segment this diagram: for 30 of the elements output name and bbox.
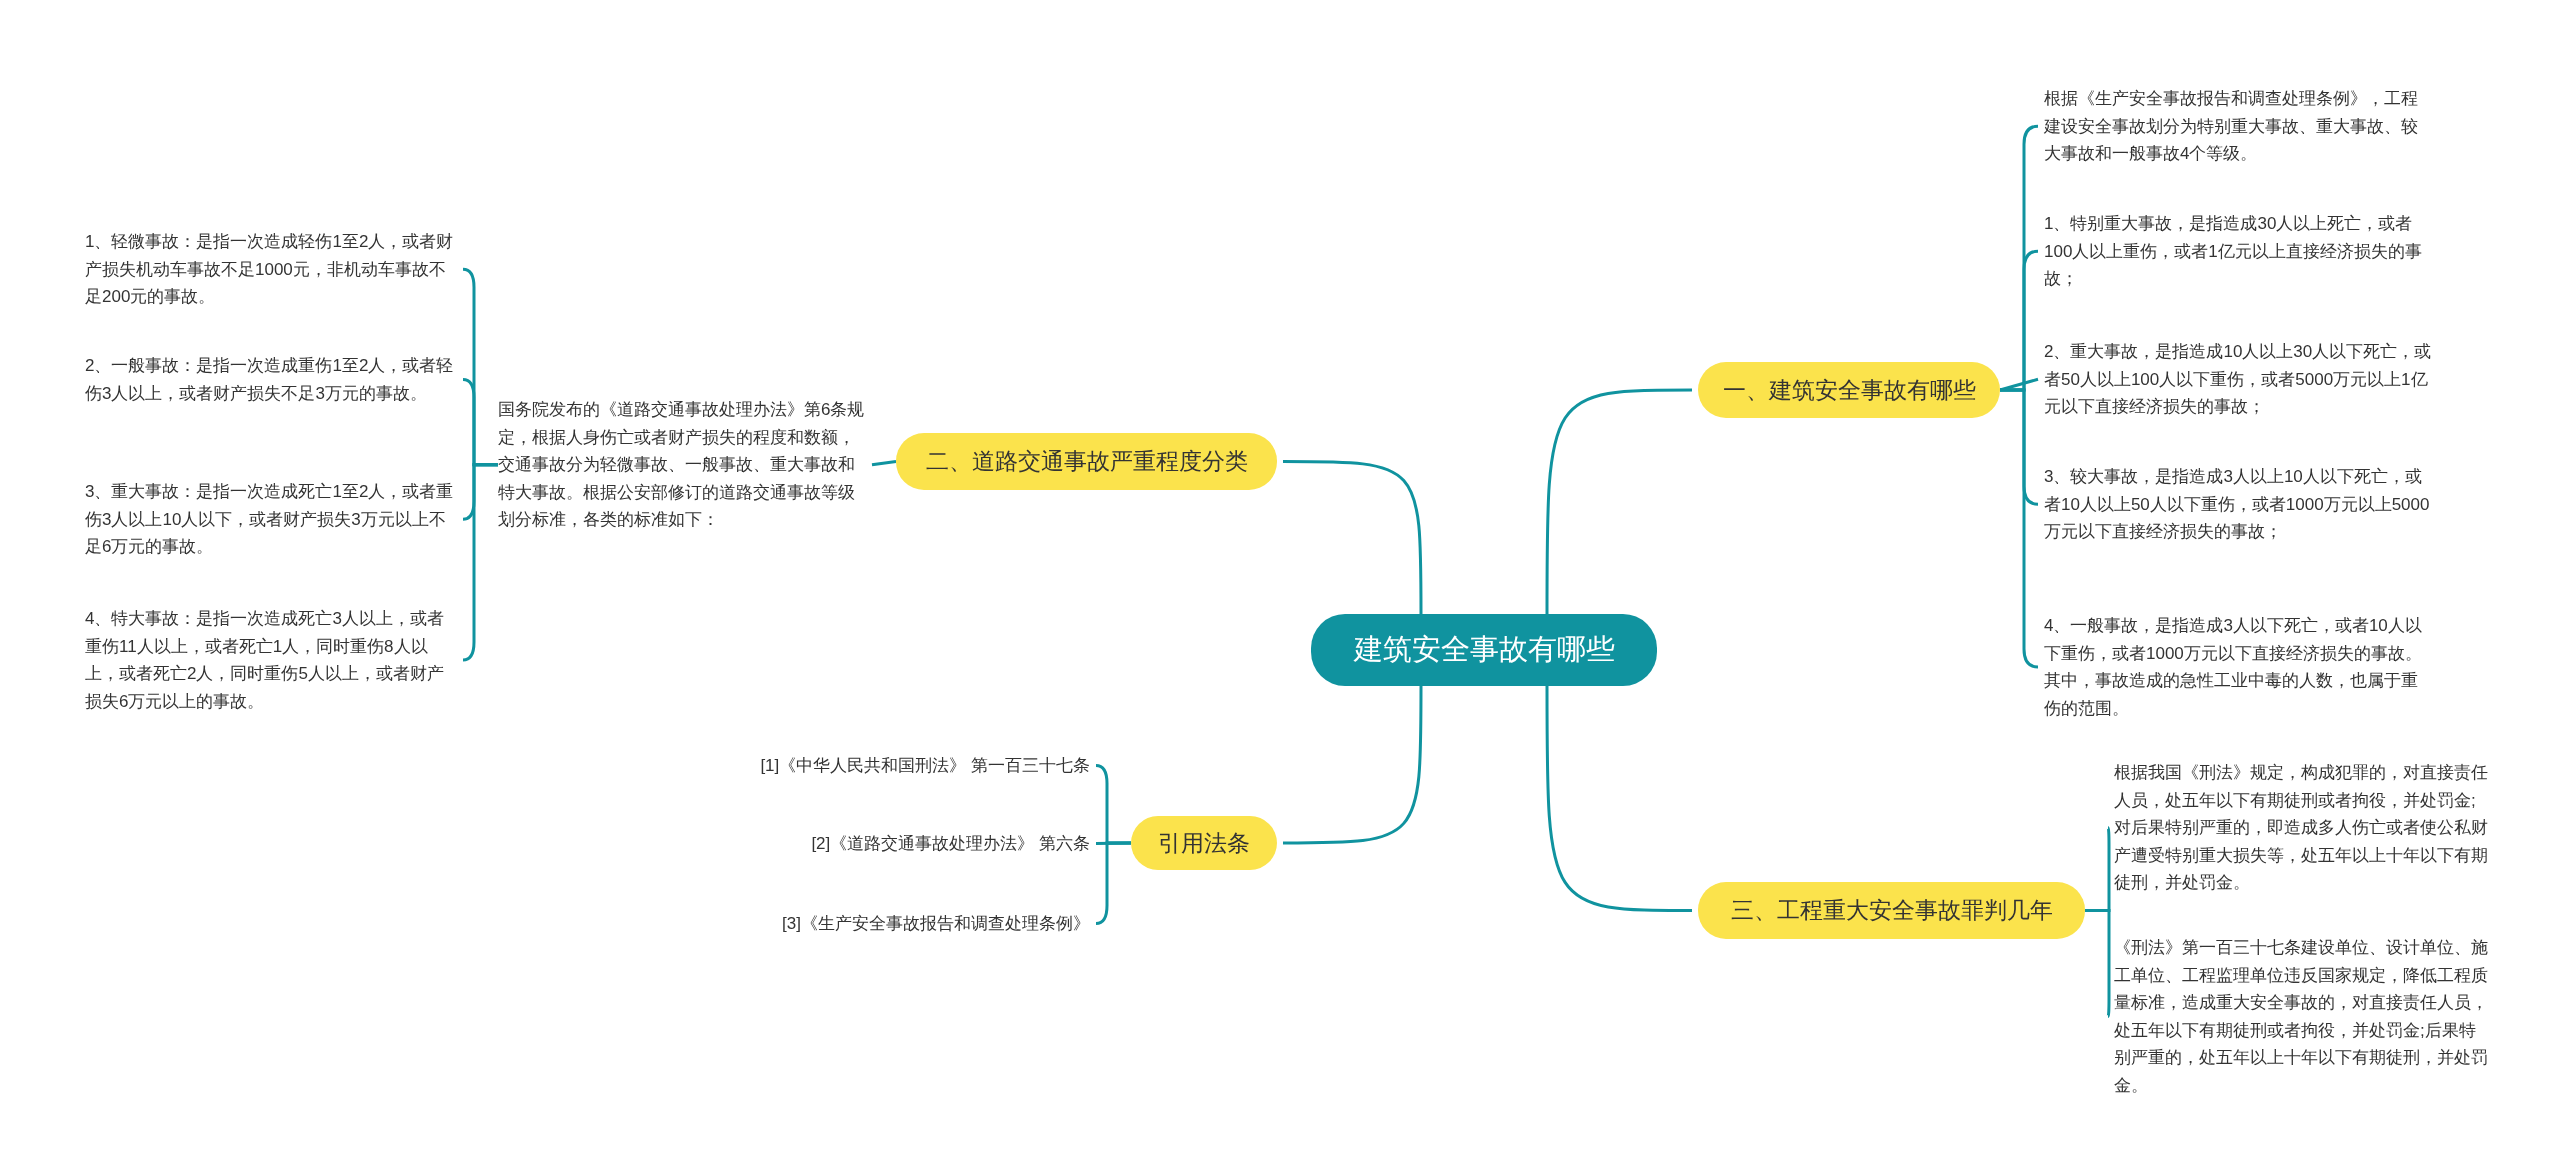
topic-text: 4、特大事故：是指一次造成死亡3人以上，或者重伤11人以上，或者死亡1人，同时重伤8人以上，或者死亡2人，同时重伤5人以上，或者财产损失6万元以上的事故。: [85, 605, 457, 715]
topic-text: 3、较大事故，是指造成3人以上10人以下死亡，或者10人以上50人以下重伤，或者1000万元以上5000万元以下直接经济损失的事故；: [2044, 463, 2432, 546]
branch-topic: 一、建筑安全事故有哪些: [1698, 362, 2000, 418]
topic-text: 2、重大事故，是指造成10人以上30人以下死亡，或者50人以上100人以下重伤，或者5000万元以上1亿元以下直接经济损失的事故；: [2044, 338, 2432, 421]
central-topic: 建筑安全事故有哪些: [1311, 614, 1657, 686]
topic-text: 1、特别重大事故，是指造成30人以上死亡，或者100人以上重伤，或者1亿元以上直接经济损失的事故；: [2044, 210, 2432, 293]
reference-text: [2]《道路交通事故处理办法》 第六条: [811, 830, 1090, 857]
topic-text: 1、轻微事故：是指一次造成轻伤1至2人，或者财产损失机动车事故不足1000元，非机动车事故不足200元的事故。: [85, 228, 457, 311]
reference-text: [1]《中华人民共和国刑法》 第一百三十七条: [760, 752, 1090, 779]
connector-line: [1283, 460, 1423, 614]
connector-line: [462, 463, 498, 662]
connector-line: [2085, 909, 2111, 1017]
topic-text: 3、重大事故：是指一次造成死亡1至2人，或者重伤3人以上10人以下，或者财产损失3万元以上不足6万元的事故。: [85, 478, 457, 561]
branch-topic: 三、工程重大安全事故罪判几年: [1698, 882, 2085, 939]
topic-text: 《刑法》第一百三十七条建设单位、设计单位、施工单位、工程监理单位违反国家规定，降低工程质量标准，造成重大安全事故的，对直接责任人员，处五年以下有期徒刑或者拘役，并处罚金;后果特别严重的，处五年以上十年以下有期徒刑，并处罚金。: [2114, 934, 2490, 1099]
reference-text: [3]《生产安全事故报告和调查处理条例》: [782, 910, 1090, 937]
branch-topic: 引用法条: [1131, 816, 1277, 870]
connector-line: [1283, 686, 1423, 845]
connector-line: [1095, 841, 1131, 925]
connector-line: [2000, 388, 2039, 669]
topic-text: 根据我国《刑法》规定，构成犯罪的，对直接责任人员，处五年以下有期徒刑或者拘役，并处罚金;对后果特别严重的，即造成多人伤亡或者使公私财产遭受特别重大损失等，处五年以上十年以下有期徒刑，并处罚金。: [2114, 759, 2490, 897]
connector-line: [1545, 388, 1692, 614]
topic-text: 根据《生产安全事故报告和调查处理条例》，工程建设安全事故划分为特别重大事故、重大事故、较大事故和一般事故4个等级。: [2044, 85, 2432, 168]
connector-line: [1999, 377, 2039, 392]
topic-text: 4、一般事故，是指造成3人以下死亡，或者10人以下重伤，或者1000万元以下直接经济损失的事故。其中，事故造成的急性工业中毒的人数，也属于重伤的范围。: [2044, 612, 2432, 722]
connector-line: [871, 460, 897, 467]
branch-topic: 二、道路交通事故严重程度分类: [896, 433, 1277, 490]
connector-line: [1545, 686, 1692, 912]
topic-text: 2、一般事故：是指一次造成重伤1至2人，或者轻伤3人以上，或者财产损失不足3万元的事故。: [85, 352, 457, 407]
topic-text: 国务院发布的《道路交通事故处理办法》第6条规定，根据人身伤亡或者财产损失的程度和数额，交通事故分为轻微事故、一般事故、重大事故和特大事故。根据公安部修订的道路交通事故等级划分标准，各类的标准如下：: [498, 396, 866, 534]
